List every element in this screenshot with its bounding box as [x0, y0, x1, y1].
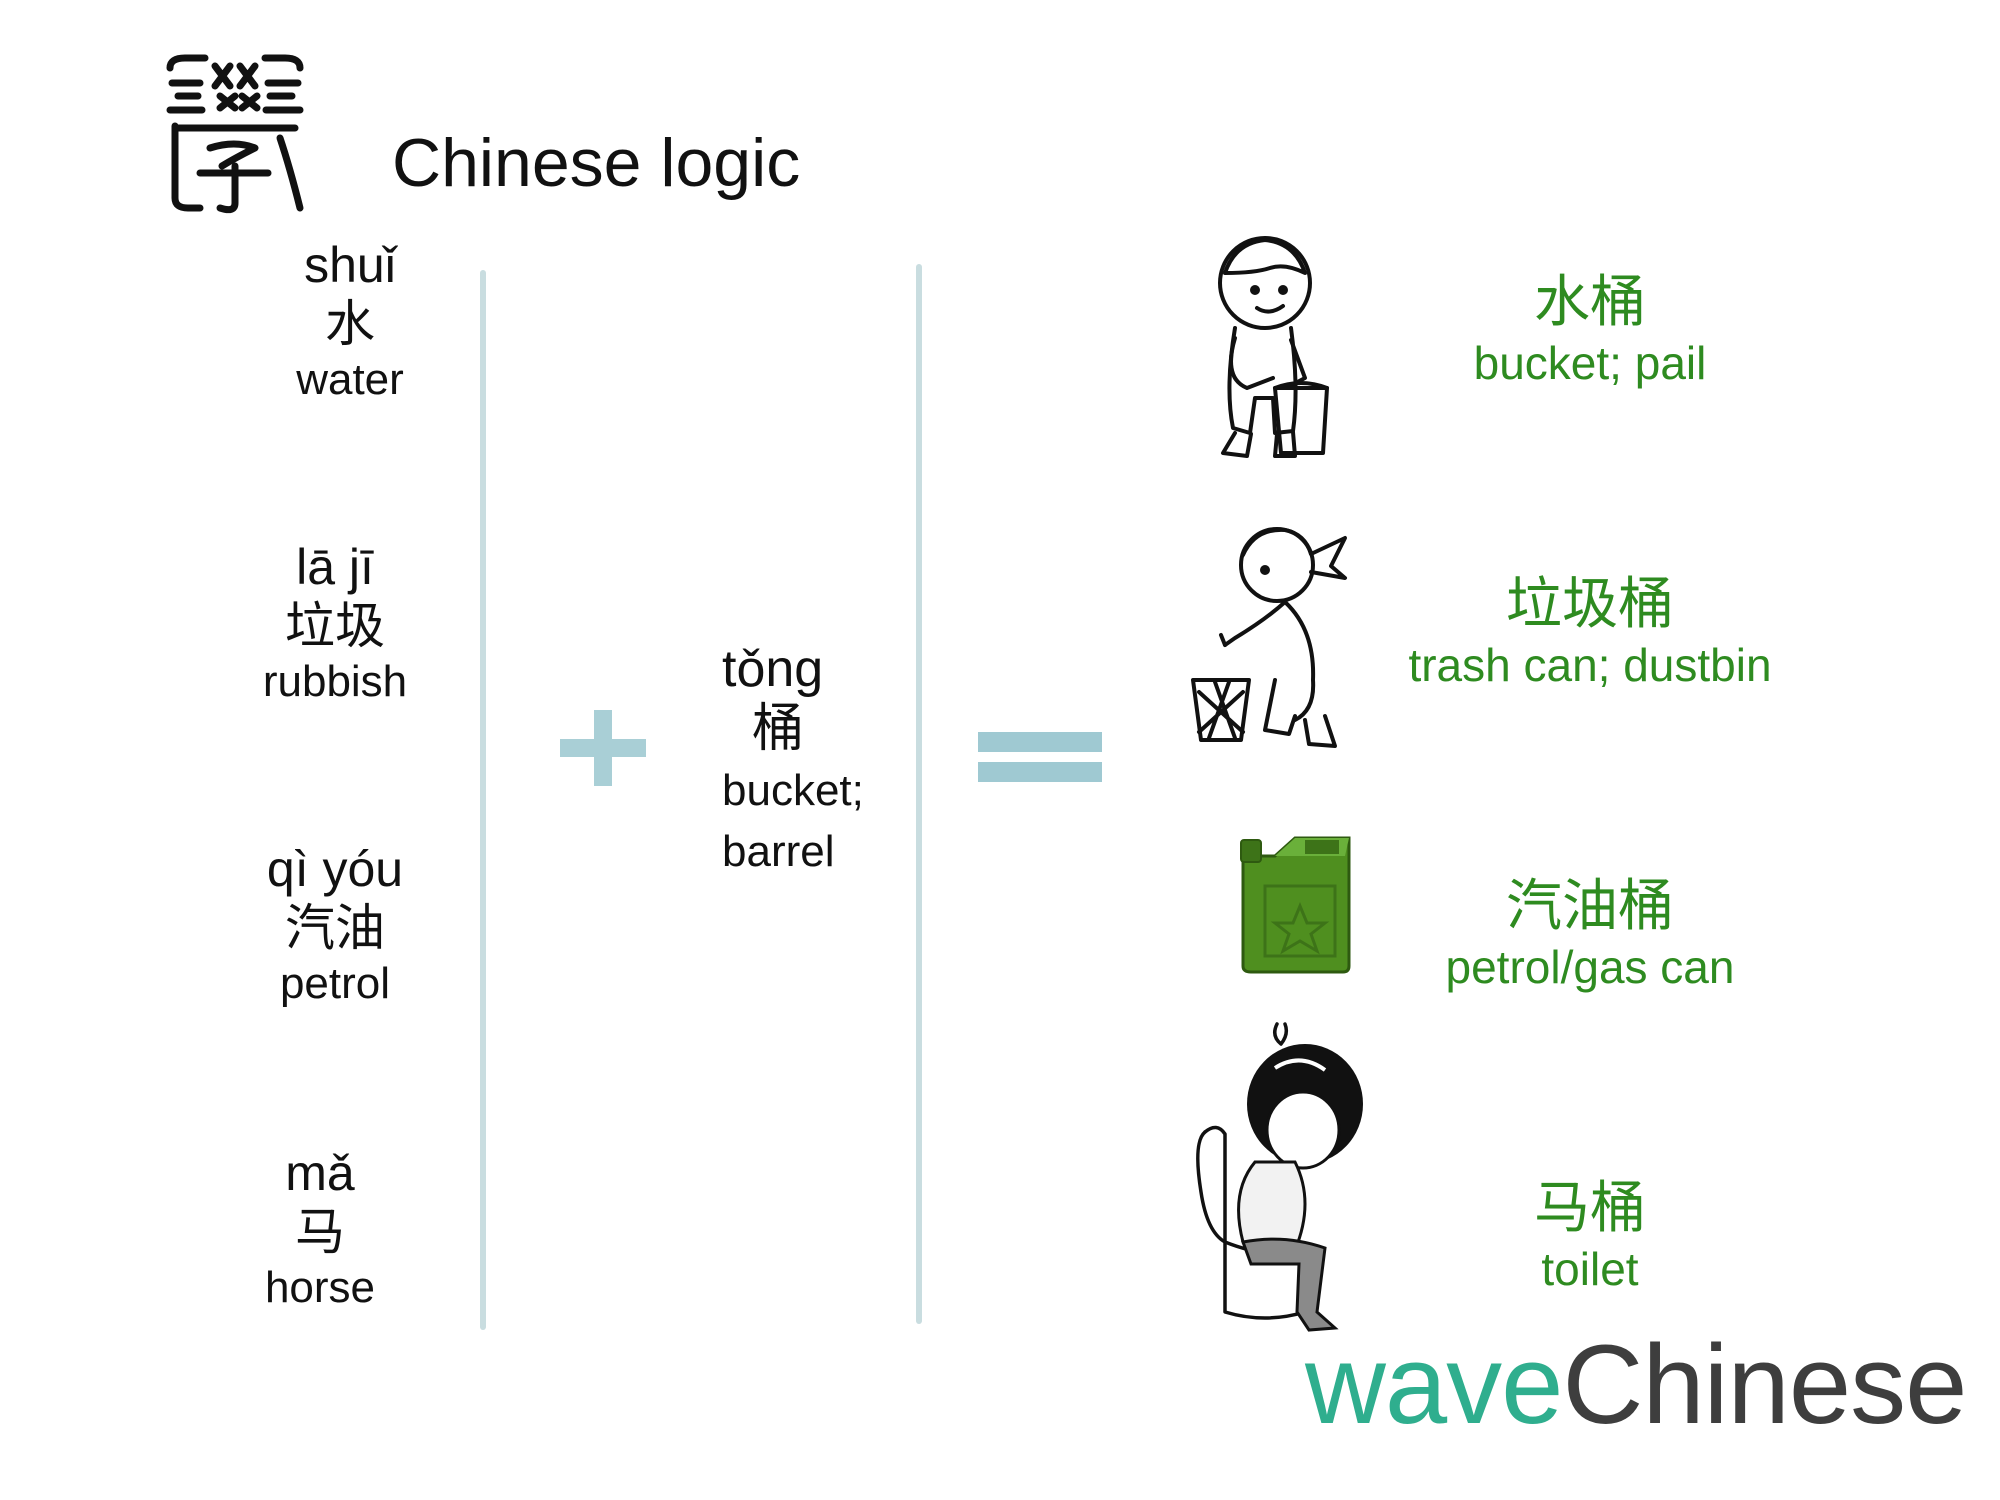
word-rubbish: lā jī 垃圾 rubbish — [255, 538, 415, 708]
middle-word: tǒng 桶 bucket; barrel — [722, 640, 902, 883]
english: trash can; dustbin — [1408, 638, 1772, 691]
hanzi: 桶 — [752, 698, 805, 759]
english: water — [296, 355, 404, 404]
hanzi: 垃圾桶 — [1506, 572, 1674, 637]
hanzi: 汽油桶 — [1506, 874, 1674, 939]
result-petrol-can: 汽油桶 petrol/gas can — [1350, 876, 1830, 997]
pinyin: lā jī — [296, 539, 374, 595]
result-toilet: 马桶 toilet — [1350, 1178, 1830, 1299]
english: petrol — [279, 959, 391, 1008]
hanzi: 水 — [325, 295, 375, 353]
equals-icon — [978, 732, 1102, 782]
english: horse — [264, 1263, 376, 1312]
english: bucket; pail — [1473, 336, 1707, 389]
word-horse: mǎ 马 horse — [240, 1144, 400, 1314]
hanzi: 水桶 — [1534, 270, 1646, 335]
brand-chinese: Chinese — [1562, 1322, 1967, 1447]
english: petrol/gas can — [1445, 940, 1735, 993]
child-with-trash-can-icon — [1191, 527, 1347, 748]
pinyin: tǒng — [722, 640, 824, 698]
divider-right — [916, 264, 922, 1324]
brand-logo: waveChinese — [1305, 1320, 1967, 1449]
english-line2: barrel — [722, 827, 835, 877]
word-petrol: qì yóu 汽油 petrol — [255, 840, 415, 1010]
pinyin: shuǐ — [304, 237, 396, 293]
result-trash-can: 垃圾桶 trash can; dustbin — [1350, 574, 1830, 695]
word-water: shuǐ 水 water — [270, 236, 430, 406]
english-line1: bucket; — [722, 765, 864, 815]
plus-icon — [560, 710, 646, 786]
pinyin: mǎ — [285, 1145, 355, 1201]
pinyin: qì yóu — [266, 841, 404, 897]
child-on-toilet-icon — [1196, 1022, 1363, 1332]
divider-left — [480, 270, 486, 1330]
english: rubbish — [262, 657, 408, 706]
jerry-can-icon — [1240, 836, 1351, 974]
seal-character-icon — [166, 54, 304, 214]
page-title: Chinese logic — [392, 125, 801, 201]
hanzi: 马桶 — [1534, 1176, 1646, 1241]
result-bucket: 水桶 bucket; pail — [1350, 272, 1830, 393]
child-with-bucket-icon — [1218, 236, 1329, 458]
english: toilet — [1541, 1242, 1639, 1295]
brand-wave: wave — [1305, 1322, 1563, 1447]
hanzi: 垃圾 — [285, 597, 385, 655]
hanzi: 汽油 — [285, 899, 385, 957]
hanzi: 马 — [295, 1203, 345, 1261]
